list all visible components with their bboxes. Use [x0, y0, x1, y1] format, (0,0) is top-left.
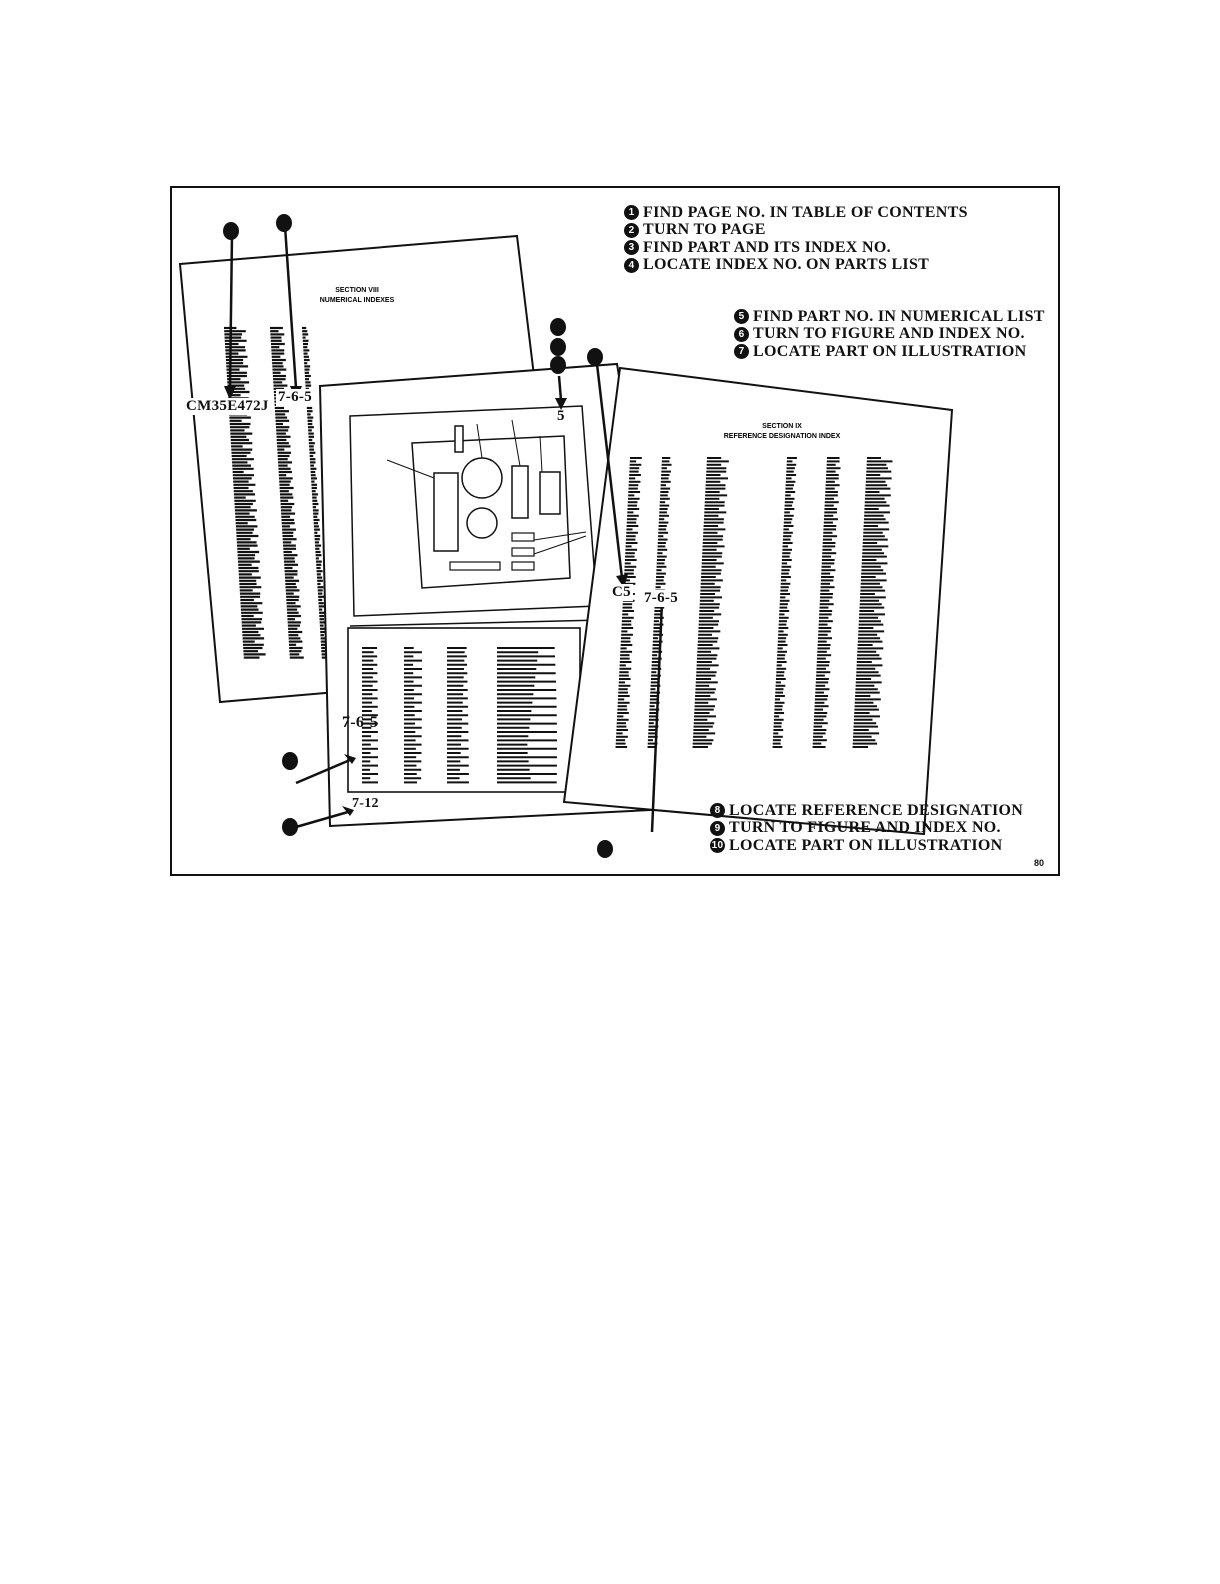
step-text: LOCATE REFERENCE DESIGNATION: [729, 801, 1024, 819]
badge-step-1-icon: [223, 222, 239, 240]
badge-step-9-icon: [597, 840, 613, 858]
badge-step-10-icon: [550, 356, 566, 374]
badge-step-7-icon: [550, 338, 566, 356]
item-number-callout: 5: [557, 408, 565, 424]
step-number-icon: 7: [734, 344, 749, 360]
step-number-icon: 6: [734, 326, 749, 342]
step-number-icon: 9: [710, 820, 725, 836]
step-number-icon: 3: [624, 240, 639, 256]
step-text: TURN TO FIGURE AND INDEX NO.: [729, 819, 1001, 837]
page-right-subheading: REFERENCE DESIGNATION INDEX: [724, 433, 841, 440]
step-text: FIND PART AND ITS INDEX NO.: [643, 238, 891, 256]
index-callout-right: 7-6-5: [642, 590, 680, 607]
step-number-icon: 10: [710, 838, 725, 854]
page-number-callout: 7-12: [352, 796, 379, 811]
page-left-heading: SECTION VIII: [335, 287, 379, 294]
step-text: LOCATE PART ON ILLUSTRATION: [729, 836, 1003, 854]
badge-step-4-icon: [282, 752, 298, 770]
step-text: FIND PART NO. IN NUMERICAL LIST: [753, 307, 1045, 325]
step-number-icon: 4: [624, 257, 639, 273]
step-text: TURN TO PAGE: [643, 221, 766, 239]
badge-step-5-icon: [276, 214, 292, 232]
step-number-icon: 1: [624, 205, 639, 221]
leader-arrows: [228, 225, 664, 833]
parts-list-page: [318, 362, 692, 828]
reference-designation-page: SECTION IX REFERENCE DESIGNATION INDEX: [562, 366, 954, 836]
badge-step-3-icon: [550, 318, 566, 336]
reference-designation-callout: C5: [610, 584, 633, 601]
step-number-icon: 8: [710, 803, 725, 819]
parts-list-usage-diagram: SECTION VIII NUMERICAL INDEXES: [170, 186, 1060, 876]
step-text: TURN TO FIGURE AND INDEX NO.: [753, 325, 1025, 343]
step-number-icon: 5: [734, 309, 749, 325]
index-callout-left: 7-6-5: [276, 389, 314, 406]
page-right-heading: SECTION IX: [762, 423, 802, 430]
diagram-artwork: SECTION VIII NUMERICAL INDEXES: [178, 225, 954, 836]
index-callout-middle: 7-6-5: [342, 714, 379, 731]
step-text: LOCATE PART ON ILLUSTRATION: [753, 342, 1027, 360]
step-text: LOCATE INDEX NO. ON PARTS LIST: [643, 256, 930, 274]
badge-step-2-icon: [282, 818, 298, 836]
page-left-subheading: NUMERICAL INDEXES: [320, 297, 395, 304]
circuit-board-illustration: [349, 405, 598, 617]
step-number-icon: 2: [624, 222, 639, 238]
figure-number: 80: [1033, 858, 1044, 868]
step-text: FIND PAGE NO. IN TABLE OF CONTENTS: [643, 203, 968, 221]
part-number-callout: CM35E472J: [184, 398, 271, 415]
badge-step-8-icon: [587, 348, 603, 366]
